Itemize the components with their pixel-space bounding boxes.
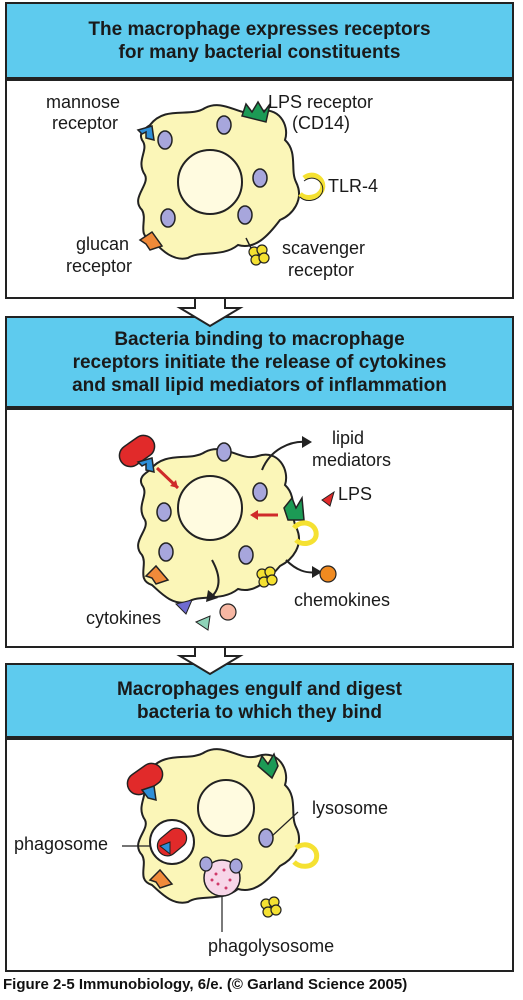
mannose-label-1: mannose (46, 92, 121, 112)
scavenger-label-2: receptor (288, 260, 355, 280)
lps-label-1: LPS receptor (268, 92, 374, 112)
panel2-title-line2: receptors initiate the release of cytoki… (72, 351, 447, 373)
tlr4-icon (298, 172, 326, 200)
connector-arrow-1 (176, 297, 244, 328)
granule (258, 828, 274, 848)
granule (237, 205, 253, 225)
glucan-label-1: glucan (76, 234, 130, 254)
panel1-title-line2: for many bacterial constituents (118, 41, 401, 63)
connector-arrow-2 (176, 646, 244, 676)
glucan-receptor-icon (148, 868, 174, 889)
nucleus-2 (177, 475, 243, 541)
tlr4-icon (292, 520, 319, 546)
figure-caption: Figure 2-5 Immunobiology, 6/e. (© Garlan… (3, 976, 408, 993)
tlr4-label: TLR-4 (328, 176, 379, 196)
cytokine-icon (194, 615, 211, 631)
granule (160, 208, 176, 228)
cytokines-label: cytokines (86, 608, 162, 628)
panel1-title-line1: The macrophage expresses receptors (88, 18, 431, 40)
granule (252, 168, 268, 188)
granule (156, 502, 172, 522)
glucan-receptor-icon (144, 564, 170, 585)
panel3-header: Macrophages engulf and digest bacteria t… (5, 663, 514, 738)
mannose-receptor-icon (136, 125, 155, 141)
panel1-header: The macrophage expresses receptors for m… (5, 2, 514, 79)
nucleus-3 (197, 779, 255, 837)
lps-receptor-icon (283, 495, 305, 521)
mannose-receptor-bound-icon (136, 457, 155, 473)
lps-receptor-icon (257, 752, 279, 780)
lps-receptor-icon (241, 100, 271, 123)
phagolysosome-label: phagolysosome (208, 936, 335, 956)
lysosome-label: lysosome (312, 798, 389, 818)
granule (238, 545, 254, 565)
phagosome-label: phagosome (14, 834, 109, 854)
granule (158, 542, 174, 562)
panel3-title-line2: bacteria to which they bind (137, 701, 382, 723)
lps-label: LPS (338, 484, 373, 504)
glucan-receptor-icon (138, 230, 164, 251)
chemokines-label: chemokines (294, 590, 391, 610)
glucan-label-2: receptor (66, 256, 133, 276)
lipid-label-2: mediators (312, 450, 392, 470)
lps-label-2: (CD14) (292, 113, 351, 133)
panel2-title-line3: and small lipid mediators of inflammatio… (72, 374, 447, 396)
panel2-header: Bacteria binding to macrophage receptors… (5, 316, 514, 408)
chemokine-icon (319, 565, 337, 583)
granule (157, 130, 173, 150)
cytokine-icon (175, 599, 193, 615)
lps-icon (321, 490, 335, 507)
cytokine-icon (219, 603, 237, 621)
granule (252, 482, 268, 502)
lipid-label-1: lipid (332, 428, 365, 448)
scavenger-label-1: scavenger (282, 238, 366, 258)
granule (216, 442, 232, 462)
tlr4-outline (299, 177, 324, 201)
mannose-label-2: receptor (52, 113, 119, 133)
tlr4-icon (292, 842, 320, 869)
granule (216, 115, 232, 135)
panel2-title-line1: Bacteria binding to macrophage (114, 328, 405, 350)
nucleus-1 (177, 149, 243, 215)
panel3-title-line1: Macrophages engulf and digest (116, 678, 403, 700)
